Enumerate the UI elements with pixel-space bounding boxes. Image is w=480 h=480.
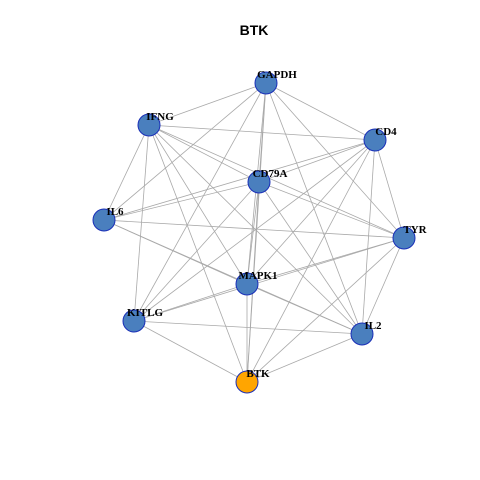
edge-cd4-il6 [103, 139, 376, 221]
edge-tyr-btk [246, 237, 405, 383]
edge-gapdh-ifng [148, 82, 267, 126]
edge-il6-tyr [103, 219, 405, 239]
edge-ifng-mapk1 [148, 124, 248, 285]
node-il6[interactable] [92, 208, 116, 232]
edge-cd4-tyr [374, 139, 405, 239]
graph-title: BTK [240, 22, 269, 38]
edge-layer [103, 82, 405, 383]
node-label-cd4: CD4 [375, 126, 397, 138]
node-gapdh[interactable] [254, 71, 278, 95]
node-cd4[interactable] [363, 128, 387, 152]
edge-gapdh-tyr [265, 82, 405, 239]
edge-ifng-kitlg [133, 124, 150, 322]
edge-cd79a-il2 [258, 181, 363, 335]
edge-ifng-btk [148, 124, 248, 383]
node-btk[interactable] [235, 370, 259, 394]
edge-gapdh-il6 [103, 82, 267, 221]
node-label-mapk1: MAPK1 [238, 270, 277, 282]
node-label-il6: IL6 [106, 206, 124, 218]
node-layer [92, 71, 416, 394]
edge-cd79a-kitlg [133, 181, 260, 322]
edge-mapk1-kitlg [133, 283, 248, 322]
edge-ifng-il6 [103, 124, 150, 221]
node-tyr[interactable] [392, 226, 416, 250]
edge-ifng-cd4 [148, 124, 376, 141]
edge-tyr-il2 [361, 237, 405, 335]
edge-cd4-il2 [361, 139, 376, 335]
edge-mapk1-il2 [246, 283, 363, 335]
edge-cd4-btk [246, 139, 376, 383]
edge-cd4-cd79a [258, 139, 376, 183]
edge-cd79a-tyr [258, 181, 405, 239]
edge-kitlg-il2 [133, 320, 363, 335]
node-cd79a[interactable] [247, 170, 271, 194]
node-label-btk: BTK [246, 368, 270, 380]
edge-gapdh-cd4 [265, 82, 376, 141]
edge-ifng-cd79a [148, 124, 260, 183]
edge-cd4-mapk1 [246, 139, 376, 285]
edge-ifng-tyr [148, 124, 405, 239]
edge-kitlg-btk [133, 320, 248, 383]
node-label-tyr: TYR [403, 224, 427, 236]
node-label-il2: IL2 [364, 320, 382, 332]
node-label-ifng: IFNG [146, 111, 174, 123]
edge-cd79a-mapk1 [246, 181, 260, 285]
node-label-kitlg: KITLG [127, 307, 164, 319]
node-label-gapdh: GAPDH [257, 69, 297, 81]
node-label-cd79a: CD79A [253, 168, 288, 180]
edge-tyr-kitlg [133, 237, 405, 322]
node-kitlg[interactable] [122, 309, 146, 333]
node-il2[interactable] [350, 322, 374, 346]
node-mapk1[interactable] [235, 272, 259, 296]
edge-il2-btk [246, 333, 363, 383]
edge-cd79a-il6 [103, 181, 260, 221]
edge-cd4-kitlg [133, 139, 376, 322]
node-ifng[interactable] [137, 113, 161, 137]
edge-gapdh-kitlg [133, 82, 267, 322]
